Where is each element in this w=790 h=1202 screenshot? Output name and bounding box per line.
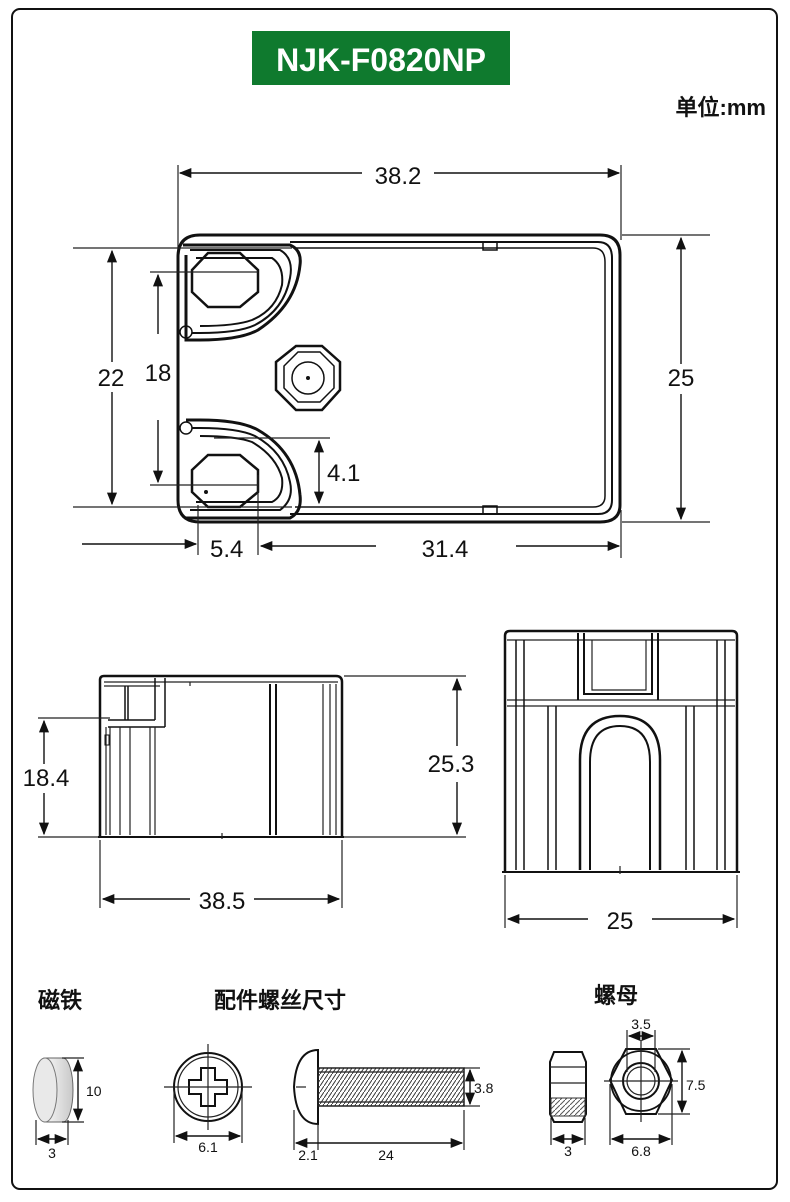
dim-side-width: 25 — [607, 908, 634, 935]
magnet-thickness: 3 — [48, 1145, 56, 1161]
nut-across-flats: 6.8 — [631, 1143, 651, 1159]
dim-top-width: 38.2 — [375, 163, 422, 190]
dim-total-height: 25.3 — [428, 751, 475, 778]
outer-border — [11, 8, 778, 1190]
magnet-diameter: 10 — [86, 1083, 102, 1099]
side-view: 25 — [502, 629, 740, 935]
dim-left-height-label: 22 — [98, 365, 125, 392]
nut-label: 螺母 — [594, 983, 638, 1008]
screw-drawing: 配件螺丝尺寸 6.1 3.8 2.1 24 — [164, 988, 494, 1163]
dim-hole-offset: 4.1 — [327, 460, 360, 487]
unit-label: 单位:mm — [676, 95, 766, 120]
dim-front-length: 38.5 — [199, 888, 246, 915]
screw-label: 配件螺丝尺寸 — [214, 988, 346, 1013]
nut-thickness: 3 — [564, 1143, 572, 1159]
front-view: 18.4 25.3 38.5 — [23, 674, 475, 915]
dim-right-height: 25 — [668, 365, 695, 392]
screw-head-length: 2.1 — [298, 1147, 318, 1163]
dim-inner-width: 31.4 — [422, 536, 469, 563]
nut-inner: 3.5 — [631, 1016, 651, 1032]
top-view: 38.2 22 — [73, 163, 710, 563]
nut-height: 7.5 — [686, 1077, 706, 1093]
title-badge — [252, 31, 510, 85]
magnet-drawing: 磁铁 10 3 — [32, 988, 102, 1161]
product-title: NJK-F0820NP — [276, 42, 486, 78]
dim-mount-height: 18.4 — [23, 765, 70, 792]
magnet-label: 磁铁 — [38, 988, 82, 1013]
nut-drawing: 螺母 3 3.5 7.5 6.8 — [549, 983, 706, 1159]
dim-hole-spacing: 18 — [145, 360, 172, 387]
screw-thread-diameter: 3.8 — [474, 1080, 494, 1096]
dim-hole-edge: 5.4 — [210, 536, 243, 563]
screw-length: 24 — [378, 1147, 394, 1163]
screw-head-diameter: 6.1 — [198, 1139, 218, 1155]
